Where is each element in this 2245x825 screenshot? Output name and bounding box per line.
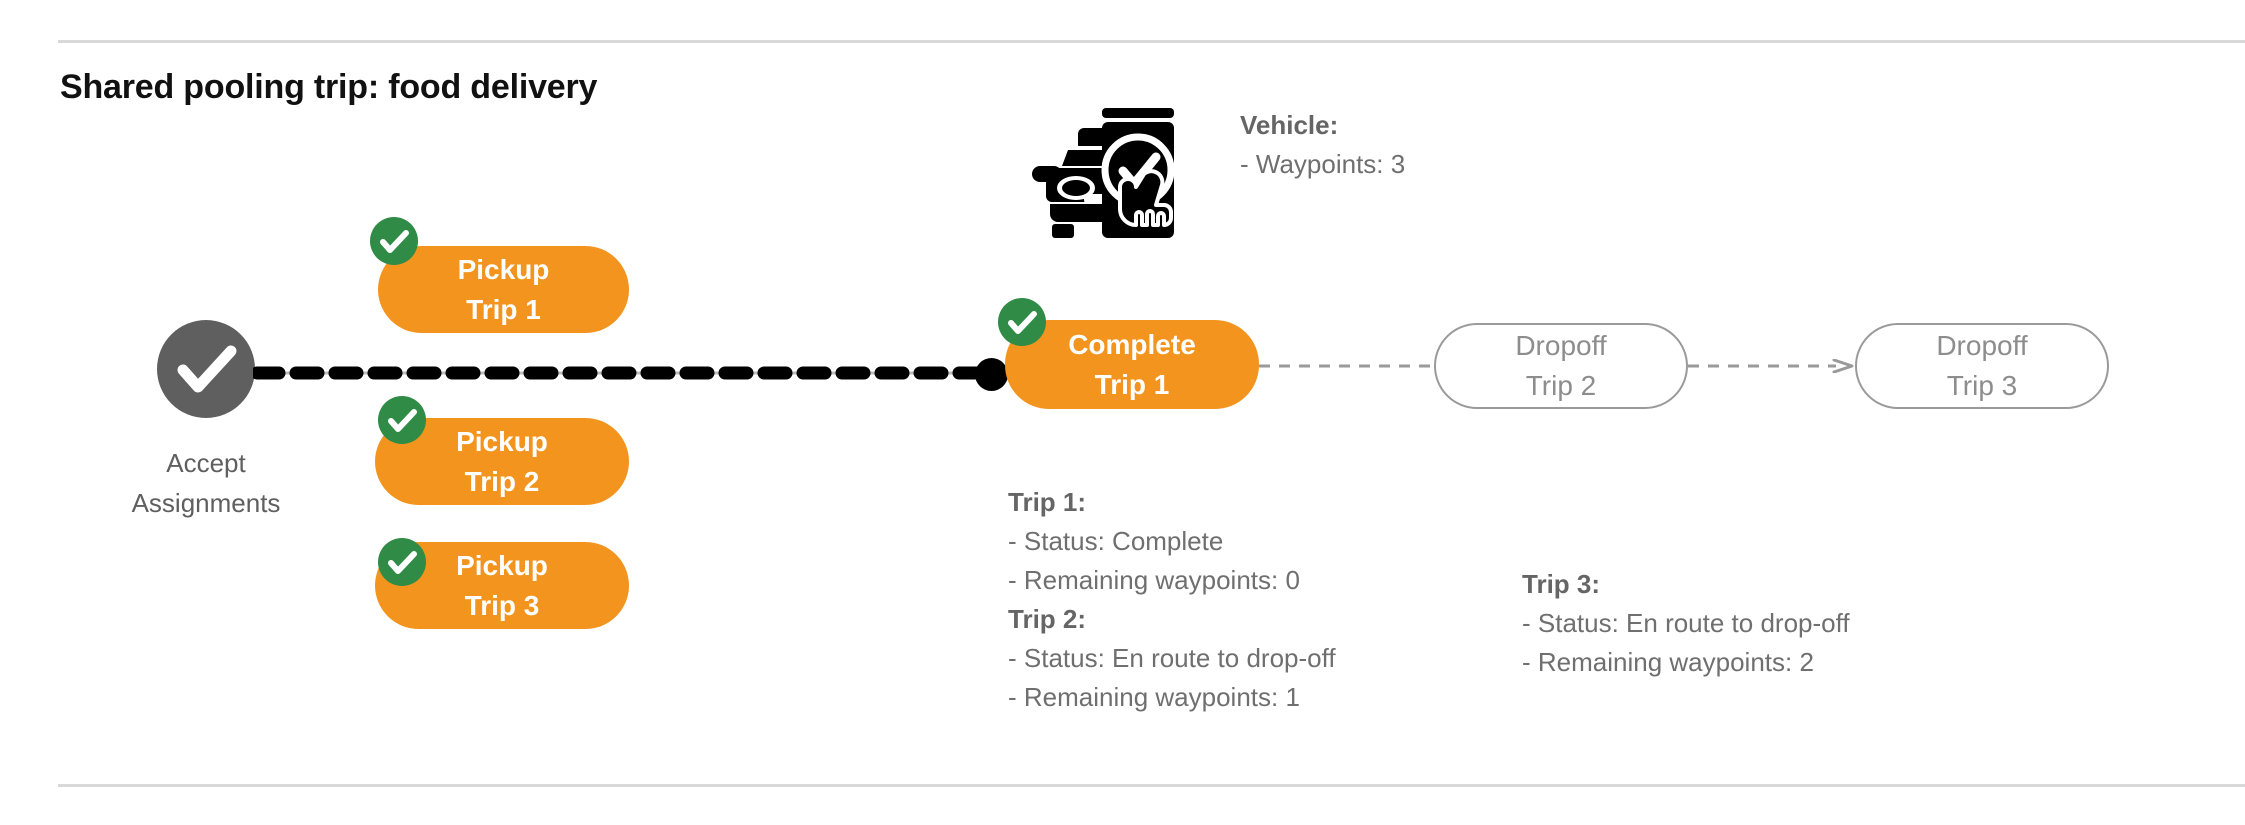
node-pickup-trip-1[interactable]: Pickup Trip 1 xyxy=(378,246,629,333)
connector-accept-to-complete xyxy=(253,364,1013,382)
trip-details-left: Trip 1: - Status: Complete - Remaining w… xyxy=(1008,483,1336,717)
pickup-3-line1: Pickup xyxy=(456,549,548,581)
trip-3-header: Trip 3: xyxy=(1522,569,1601,599)
node-dropoff-trip-2[interactable]: Dropoff Trip 2 xyxy=(1434,323,1688,409)
trip-1-header: Trip 1: xyxy=(1008,487,1087,517)
page-title: Shared pooling trip: food delivery xyxy=(60,68,598,106)
check-badge-icon-pickup-3 xyxy=(378,538,426,586)
node-complete-trip-1[interactable]: Complete Trip 1 xyxy=(1005,320,1259,409)
check-badge-icon-complete-1 xyxy=(998,298,1046,346)
car-phone-check-icon xyxy=(1026,82,1206,242)
trip-2-status: - Status: En route to drop-off xyxy=(1008,643,1336,673)
trip-2-waypoints: - Remaining waypoints: 1 xyxy=(1008,682,1300,712)
complete-line2: Trip 1 xyxy=(1094,368,1170,400)
connector-junction-dot xyxy=(975,358,1008,391)
trip-1-waypoints: - Remaining waypoints: 0 xyxy=(1008,565,1300,595)
node-accept-assignments[interactable] xyxy=(157,320,255,418)
vehicle-info-block: Vehicle: - Waypoints: 3 xyxy=(1240,106,1405,184)
bottom-divider xyxy=(58,784,2245,787)
connector-dropoff-2-to-dropoff-3 xyxy=(1688,359,1858,373)
pickup-1-line2: Trip 1 xyxy=(466,293,541,325)
node-accept-assignments-label: Accept Assignments xyxy=(107,443,305,523)
pickup-2-line2: Trip 2 xyxy=(464,465,540,497)
complete-line1: Complete xyxy=(1068,328,1196,360)
trip-3-status: - Status: En route to drop-off xyxy=(1522,608,1850,638)
trip-1-status: - Status: Complete xyxy=(1008,526,1224,556)
vehicle-info-header: Vehicle: xyxy=(1240,110,1339,140)
connector-complete-to-dropoff-2 xyxy=(1259,359,1437,373)
dropoff-3-line1: Dropoff xyxy=(1936,330,2028,361)
check-circle-icon xyxy=(157,320,255,418)
dropoff-2-line1: Dropoff xyxy=(1515,330,1607,361)
check-badge-icon-pickup-1 xyxy=(370,217,418,265)
dropoff-2-line2: Trip 2 xyxy=(1525,370,1597,401)
top-divider xyxy=(58,40,2245,43)
pickup-2-line1: Pickup xyxy=(456,425,548,457)
trip-2-header: Trip 2: xyxy=(1008,604,1087,634)
check-badge-icon-pickup-2 xyxy=(378,396,426,444)
accept-label-line2: Assignments xyxy=(131,488,281,518)
node-dropoff-trip-3[interactable]: Dropoff Trip 3 xyxy=(1855,323,2109,409)
accept-label-line1: Accept xyxy=(166,448,246,478)
pickup-1-line1: Pickup xyxy=(457,253,550,285)
pickup-3-line2: Trip 3 xyxy=(464,589,540,621)
dropoff-3-line2: Trip 3 xyxy=(1946,370,2018,401)
vehicle-waypoints: - Waypoints: 3 xyxy=(1240,149,1406,179)
trip-details-right: Trip 3: - Status: En route to drop-off -… xyxy=(1522,565,1850,682)
trip-3-waypoints: - Remaining waypoints: 2 xyxy=(1522,647,1814,677)
